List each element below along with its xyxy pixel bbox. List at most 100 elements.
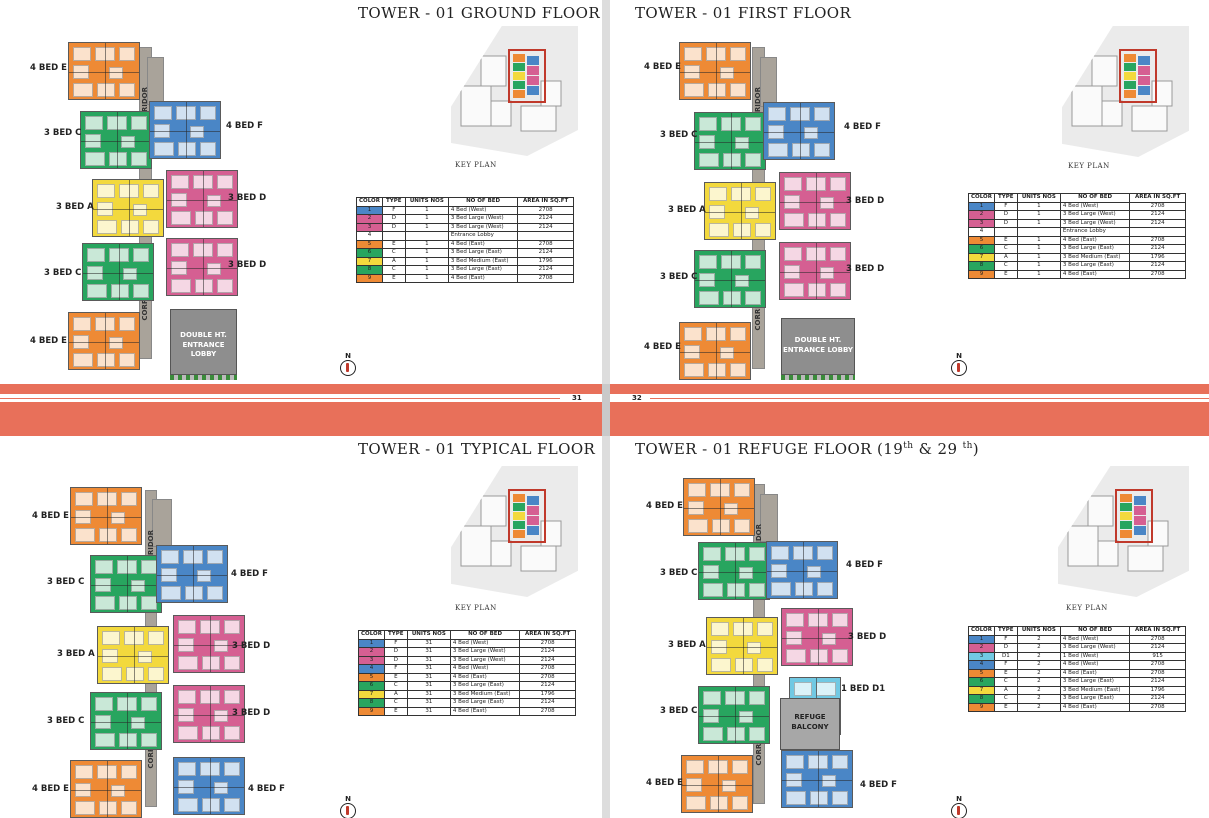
room <box>131 152 147 166</box>
unit-plan-d <box>779 242 851 300</box>
room <box>733 223 751 237</box>
room <box>832 649 848 663</box>
corridor <box>152 499 172 547</box>
room <box>730 83 746 97</box>
table-cell: 2708 <box>517 205 574 215</box>
key-plan-building <box>1101 100 1123 127</box>
room <box>723 291 741 305</box>
room <box>745 153 761 167</box>
unit-label: 3 BED A <box>668 205 706 215</box>
wall <box>91 722 161 723</box>
refuge-label: BALCONY <box>791 723 829 731</box>
room <box>102 631 120 645</box>
unit-plan-e <box>679 322 751 380</box>
table-cell: F <box>383 664 408 674</box>
key-plan-unit <box>1138 76 1150 85</box>
table-cell: 3 Bed Medium (East) <box>449 689 521 699</box>
table-cell <box>1016 227 1061 237</box>
table-cell: 2708 <box>1129 235 1186 245</box>
lobby-planters <box>170 375 237 380</box>
room <box>749 727 765 741</box>
table-cell: 1 <box>404 273 449 283</box>
unit-label: 3 BED D <box>846 264 885 274</box>
room <box>143 220 159 234</box>
room <box>123 268 137 280</box>
room <box>121 492 137 506</box>
room <box>197 570 211 582</box>
unit-plan-f <box>173 757 245 815</box>
table-cell: 1 <box>356 205 383 215</box>
wall <box>782 638 852 639</box>
unit-label: 3 BED C <box>44 128 82 138</box>
key-plan-map <box>1062 26 1189 157</box>
room <box>784 213 804 227</box>
room <box>202 726 220 740</box>
key-plan-highlight <box>1115 489 1153 543</box>
room <box>745 291 761 305</box>
table-cell: 7 <box>356 256 383 266</box>
room <box>784 177 802 191</box>
unit-plan-f <box>781 750 853 808</box>
room <box>730 363 746 377</box>
table-cell: 4 Bed (West) <box>1059 201 1131 211</box>
wall <box>127 556 128 612</box>
table-cell: 4 Bed (East) <box>1059 668 1131 678</box>
table-cell: F <box>993 634 1018 644</box>
unit-label: 3 BED D <box>232 641 271 651</box>
table-cell: D1 <box>993 651 1018 661</box>
room <box>171 175 189 189</box>
room <box>143 184 159 198</box>
room <box>202 656 220 670</box>
key-plan-unit <box>1134 516 1146 525</box>
key-plan-unit <box>527 526 539 535</box>
room <box>703 727 723 741</box>
north-icon: N <box>951 352 967 376</box>
table-header: NO OF BED <box>449 630 521 640</box>
unit-label: 4 BED F <box>860 780 897 790</box>
table-cell: 1 <box>404 265 449 275</box>
wall <box>680 72 750 73</box>
wall <box>818 751 819 807</box>
wall <box>119 244 120 300</box>
key-plan-unit <box>1120 494 1132 502</box>
room <box>723 153 741 167</box>
unit-plan-e <box>68 312 140 370</box>
key-plan-unit <box>527 496 539 505</box>
unit-label: 3 BED A <box>668 640 706 650</box>
table-cell: 2708 <box>519 672 576 682</box>
room <box>224 726 240 740</box>
room <box>85 116 103 130</box>
table-cell: E <box>993 702 1018 712</box>
table-cell: 1 <box>1016 201 1061 211</box>
room <box>710 796 728 810</box>
table-cell: C <box>381 265 406 275</box>
room <box>711 658 731 672</box>
room <box>794 682 812 696</box>
room <box>178 656 198 670</box>
room <box>141 560 157 574</box>
room <box>745 207 759 219</box>
wall <box>71 517 141 518</box>
table-cell <box>517 231 574 241</box>
table-cell: 31 <box>406 647 451 657</box>
key-plan-unit <box>527 516 539 525</box>
wall <box>71 790 141 791</box>
unit-plan-f <box>763 102 835 160</box>
unit-plan-c <box>694 250 766 308</box>
table-cell: D <box>993 218 1018 228</box>
table-cell: 1 Bed (West) <box>1059 651 1131 661</box>
room <box>171 243 189 257</box>
key-plan-building <box>480 55 507 87</box>
unit-label: 3 BED A <box>56 202 94 212</box>
wall <box>167 200 237 201</box>
wall <box>720 479 721 535</box>
